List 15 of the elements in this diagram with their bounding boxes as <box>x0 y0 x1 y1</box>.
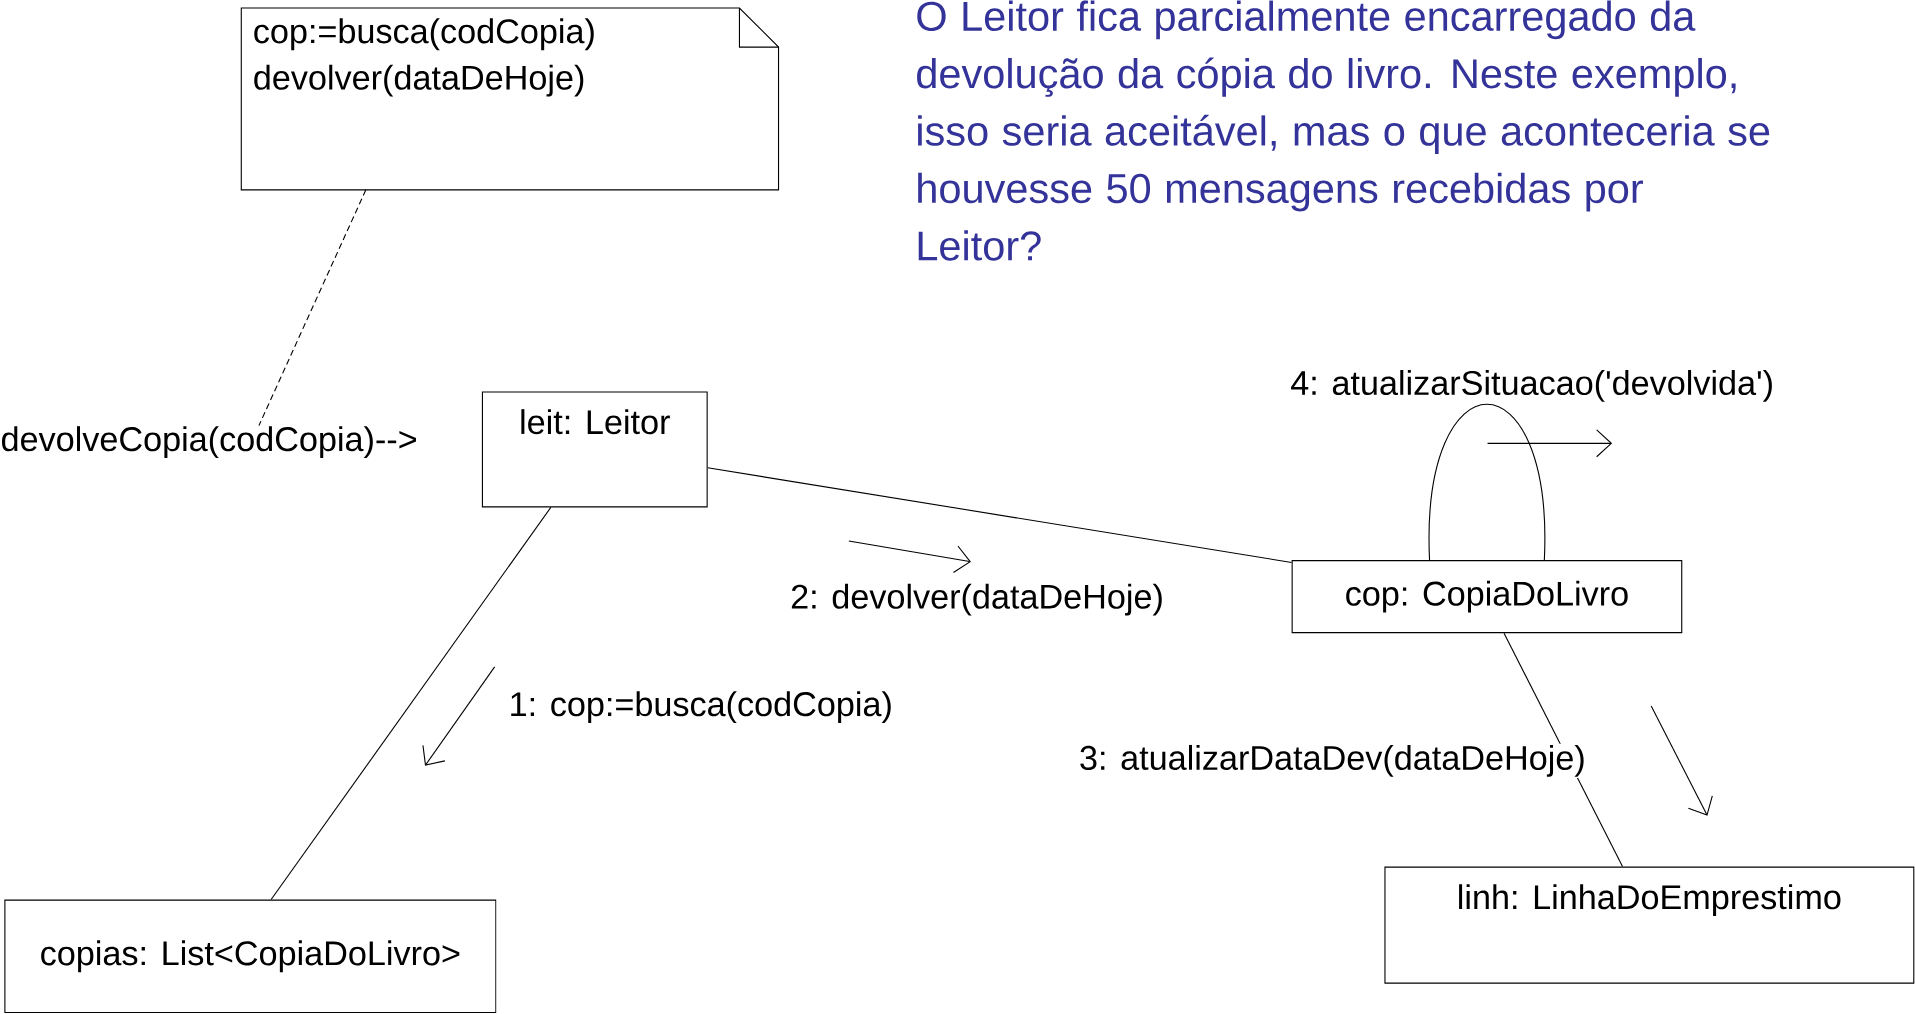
link-line <box>270 507 552 901</box>
note-box: cop:=busca(codCopia) devolver(dataDeHoje) <box>240 7 780 191</box>
edge-label: 4: atualizarSituacao('devolvida') <box>1289 368 1776 404</box>
leader-line <box>258 189 367 427</box>
edge-label: 1: cop:=busca(codCopia) <box>507 690 895 725</box>
object-box: linh: LinhaDoEmprestimo <box>1384 866 1915 984</box>
note-text: O Leitor fica parcialmente encarregado da devolução da cópia do livro. Neste exemplo, isso seria aceitável, mas o que aconteceria se houvesse 50 mensagens recebidas por Leitor? <box>917 0 1770 261</box>
link-line <box>707 467 1293 564</box>
object-box: cop: CopiaDoLivro <box>1291 560 1683 634</box>
object-box: leit: Leitor <box>481 391 708 508</box>
loop-line <box>1429 403 1545 561</box>
message-text: devolveCopia(codCopia)--> <box>2 426 416 459</box>
edge-label: 3: atualizarDataDev(dataDeHoje) <box>1077 743 1588 779</box>
object-box: copias: List<CopiaDoLivro> <box>4 899 497 1014</box>
edge-label: 2: devolver(dataDeHoje) <box>788 582 1166 617</box>
